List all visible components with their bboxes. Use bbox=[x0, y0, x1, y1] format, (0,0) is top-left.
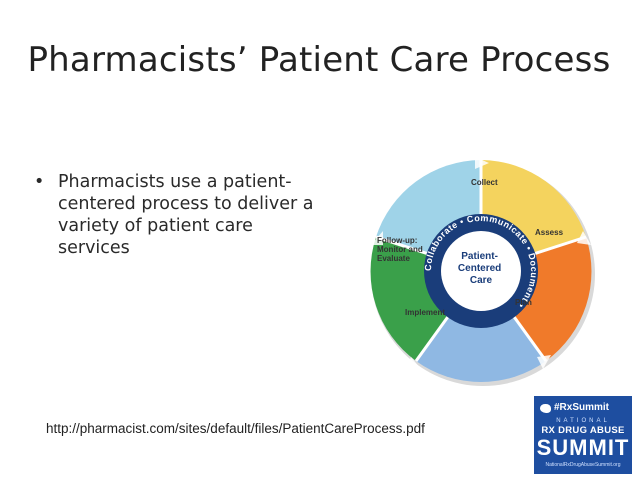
logo-site: NationalRxDrugAbuseSummit.org bbox=[545, 462, 621, 468]
label-collect: Collect bbox=[471, 178, 498, 187]
label-assess: Assess bbox=[535, 228, 564, 237]
bullet-list: • Pharmacists use a patient-centered pro… bbox=[34, 171, 314, 259]
twitter-bird-icon bbox=[540, 403, 551, 413]
label-follow-up: Follow-up: Monitor and Evaluate bbox=[377, 236, 425, 263]
center-label: Patient- Centered Care bbox=[458, 251, 504, 286]
patient-care-process-wheel: Collaborate • Communicate • Document • P… bbox=[370, 157, 595, 386]
logo-rx-line: RX DRUG ABUSE bbox=[541, 425, 625, 436]
slide-title: Pharmacists’ Patient Care Process bbox=[27, 40, 611, 80]
label-implement: Implement bbox=[405, 308, 445, 317]
bullet-item: • Pharmacists use a patient-centered pro… bbox=[34, 171, 314, 259]
hashtag-text: #RxSummit bbox=[554, 402, 610, 413]
source-url[interactable]: http://pharmacist.com/sites/default/file… bbox=[46, 421, 425, 436]
logo-summit-word: SUMMIT bbox=[536, 435, 630, 460]
hashtag-badge: #RxSummit bbox=[540, 401, 628, 415]
bullet-text: Pharmacists use a patient-centered proce… bbox=[58, 172, 314, 258]
rx-summit-logo: #RxSummit NATIONAL RX DRUG ABUSE SUMMIT … bbox=[534, 396, 632, 474]
label-plan: Plan bbox=[515, 298, 532, 307]
logo-national: NATIONAL bbox=[556, 418, 610, 424]
bullet-marker: • bbox=[34, 172, 45, 192]
